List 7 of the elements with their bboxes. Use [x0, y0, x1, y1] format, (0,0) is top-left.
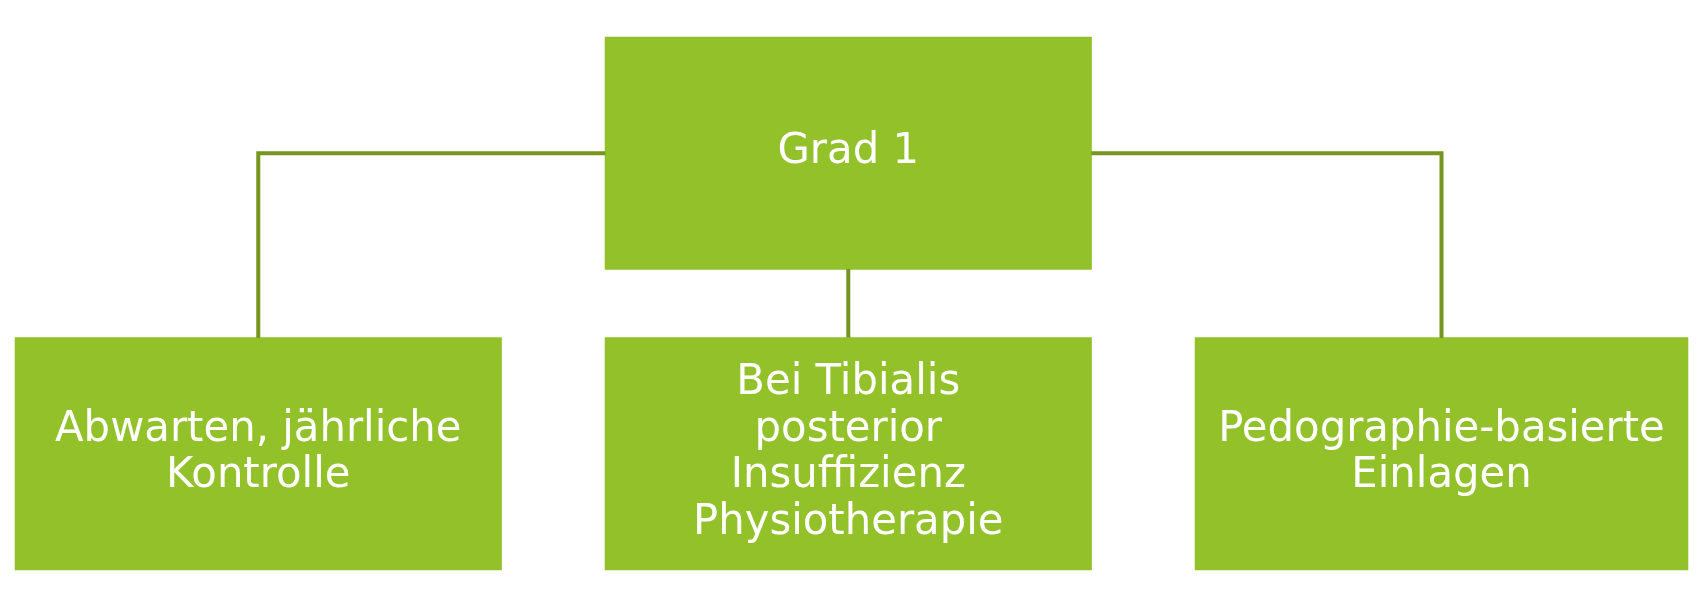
node-box: Bei Tibialis posterior Insuffizienz Physiotherapie — [604, 336, 1092, 570]
connector — [846, 268, 851, 338]
node-box: Pedographie-basierte Einlagen — [1194, 336, 1689, 570]
node-box: Grad 1 — [604, 36, 1092, 270]
connector — [1091, 150, 1444, 338]
connector — [256, 150, 606, 338]
node-box: Abwarten, jährliche Kontrolle — [14, 336, 502, 570]
